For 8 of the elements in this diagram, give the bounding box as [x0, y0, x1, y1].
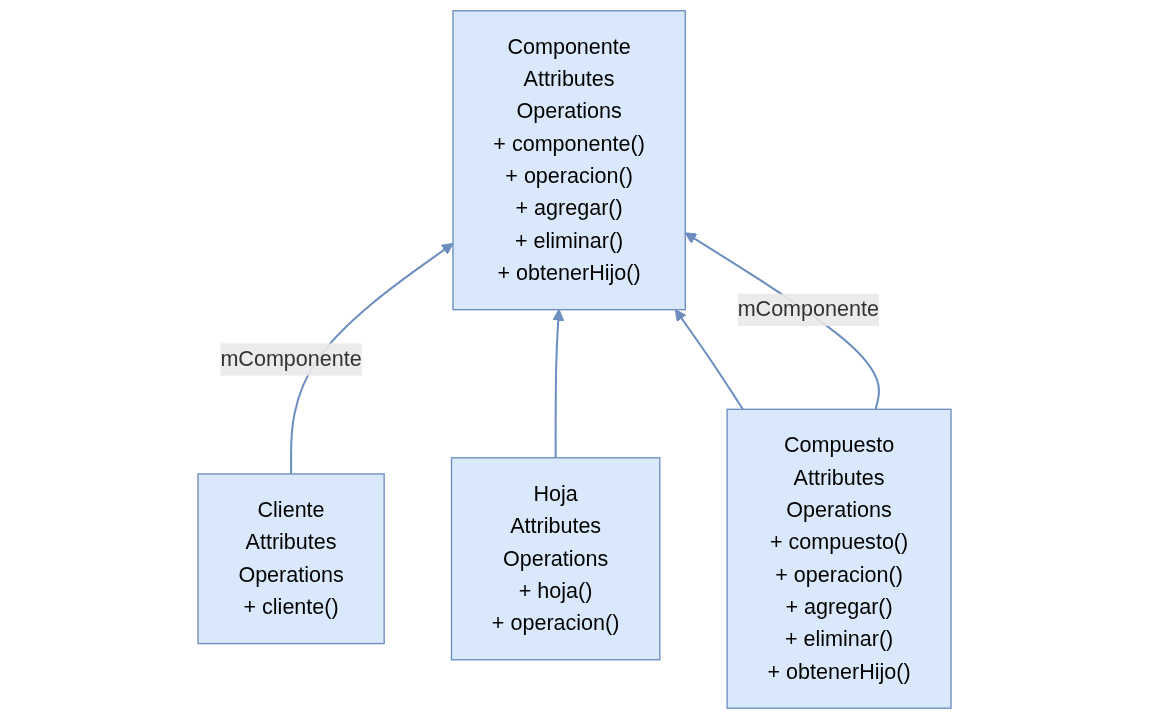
edge-label: mComponente	[737, 297, 879, 321]
node-box: Componente Attributes Operations + componente() + operacion() + agregar() + eliminar() + obtenerHijo()	[452, 10, 686, 311]
edge-label: mComponente	[220, 347, 362, 371]
arrow	[674, 309, 744, 410]
node-box: Compuesto Attributes Operations + compuesto() + operacion() + agregar() + eliminar() + obtenerHijo()	[726, 408, 952, 709]
node-box: Hoja Attributes Operations + hoja() + operacion()	[450, 457, 661, 661]
node-box: Cliente Attributes Operations + cliente()	[197, 473, 385, 645]
arrow	[552, 309, 565, 458]
